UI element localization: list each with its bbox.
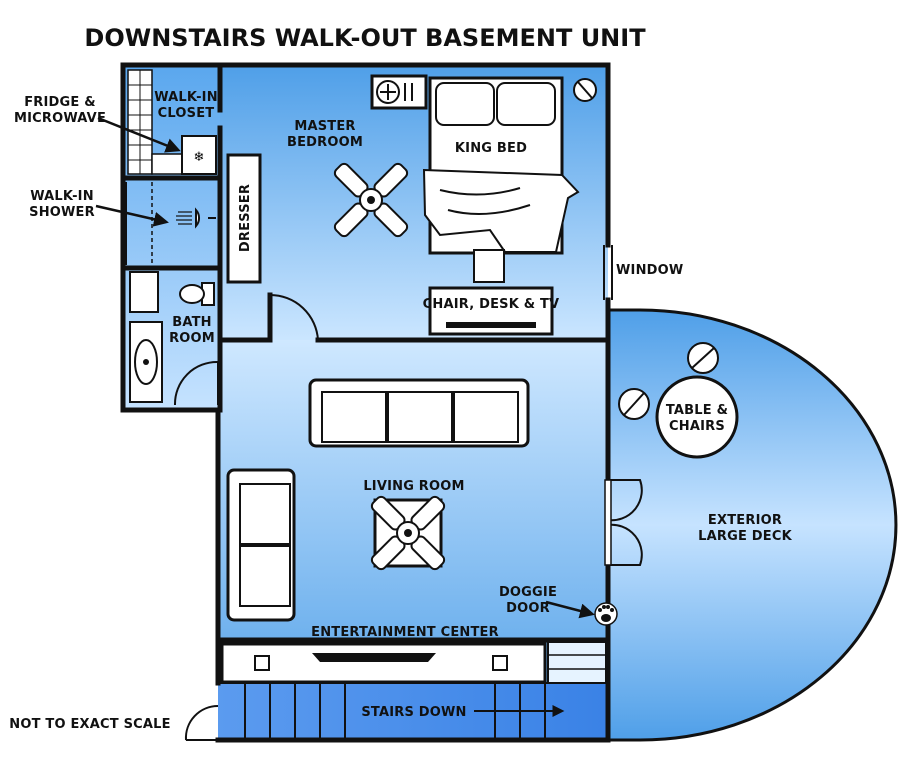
sofa bbox=[308, 378, 530, 448]
paw-icon bbox=[594, 602, 618, 626]
window-label: WINDOW bbox=[616, 263, 683, 278]
page-title: DOWNSTAIRS WALK-OUT BASEMENT UNIT bbox=[84, 24, 646, 52]
deck-door-bottom bbox=[607, 523, 643, 566]
arrow-icon bbox=[97, 116, 181, 153]
shower-head-icon bbox=[176, 207, 216, 229]
deck-label-1: EXTERIOR bbox=[708, 513, 782, 528]
tv bbox=[446, 322, 536, 328]
doggie-label-1: DOGGIE bbox=[499, 585, 557, 600]
entertainment-label: ENTERTAINMENT CENTER bbox=[311, 625, 499, 640]
walls bbox=[120, 62, 611, 743]
table-label-1: TABLE & bbox=[666, 403, 728, 418]
entertainment-center bbox=[220, 642, 547, 684]
fridge-label-2: MICROWAVE bbox=[14, 111, 106, 126]
loveseat bbox=[226, 468, 296, 622]
living-room-label: LIVING ROOM bbox=[363, 479, 464, 494]
sink-icon bbox=[129, 321, 163, 403]
stairs-label: STAIRS DOWN bbox=[361, 705, 466, 720]
dresser bbox=[226, 153, 262, 284]
lamp-icon bbox=[573, 78, 597, 102]
window bbox=[603, 245, 613, 300]
arrow-icon bbox=[545, 600, 595, 619]
bedroom-door bbox=[269, 293, 319, 341]
chair-desk-tv-label: CHAIR, DESK & TV bbox=[423, 297, 560, 312]
closet-label-2: CLOSET bbox=[158, 106, 215, 121]
king-bed-label: KING BED bbox=[455, 141, 527, 156]
vanity bbox=[129, 271, 159, 313]
snowflake-icon: ❄ bbox=[194, 150, 205, 165]
fridge-microwave bbox=[181, 135, 217, 175]
closet-label-1: WALK-IN bbox=[154, 90, 218, 105]
bathroom-door bbox=[173, 360, 219, 406]
arrow-icon bbox=[95, 204, 169, 227]
doggie-label-2: DOOR bbox=[506, 601, 550, 616]
deck-table bbox=[655, 375, 739, 459]
shower-label-2: SHOWER bbox=[29, 205, 95, 220]
toilet-icon bbox=[179, 282, 215, 306]
desk-chair bbox=[473, 249, 505, 283]
stairs-door bbox=[184, 704, 219, 741]
deck-label-2: LARGE DECK bbox=[698, 529, 792, 544]
scale-note: NOT TO EXACT SCALE bbox=[9, 717, 170, 732]
ac-unit bbox=[370, 74, 428, 110]
deck-door-top bbox=[607, 479, 643, 522]
table-label-2: CHAIRS bbox=[669, 419, 725, 434]
dresser-label: DRESSER bbox=[238, 184, 253, 252]
bath-label-2: ROOM bbox=[169, 331, 215, 346]
master-label-1: MASTER bbox=[294, 119, 355, 134]
bath-label-1: BATH bbox=[172, 315, 212, 330]
master-label-2: BEDROOM bbox=[287, 135, 363, 150]
king-bed bbox=[422, 76, 580, 255]
fridge-label-1: FRIDGE & bbox=[24, 95, 96, 110]
shower-label-1: WALK-IN bbox=[30, 189, 94, 204]
